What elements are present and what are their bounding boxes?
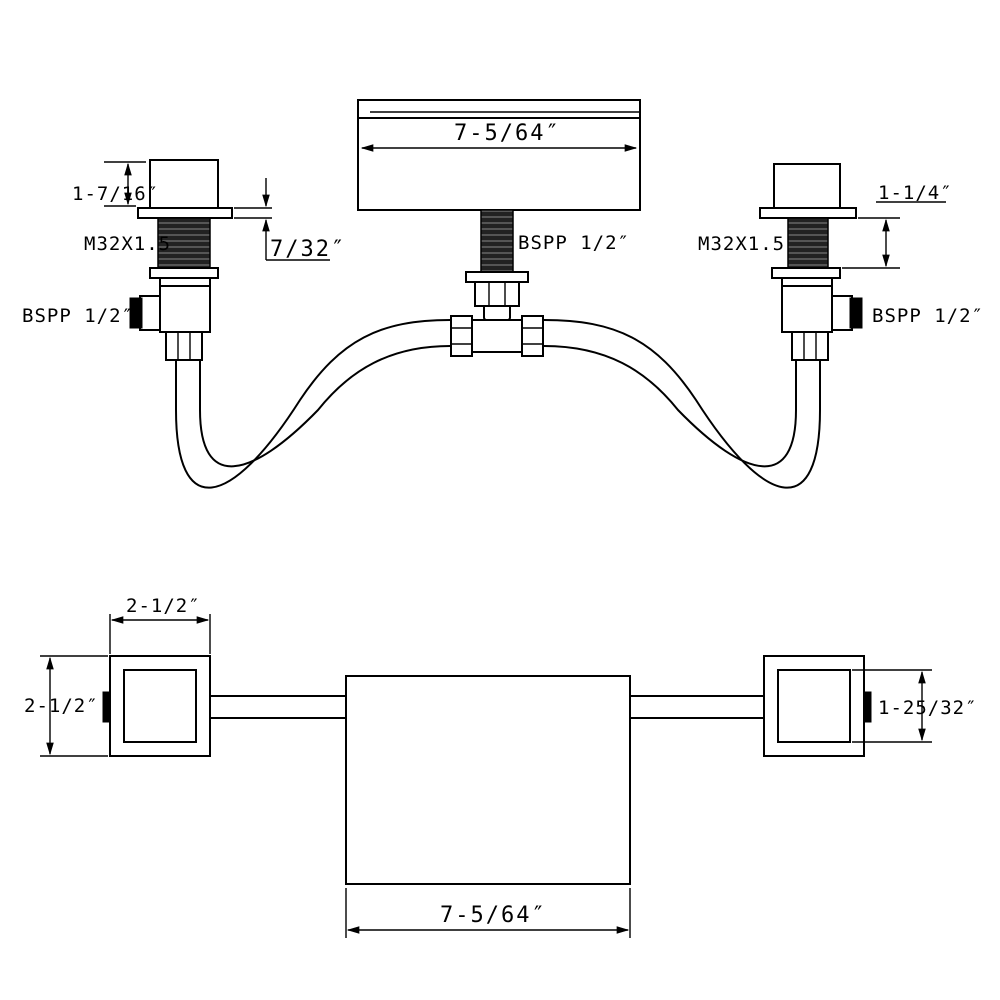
left-inlet-cap [129, 297, 143, 329]
left-inlet-label: BSPP 1/2″ [22, 305, 134, 327]
right-handle-height-label: 1-1/4″ [878, 182, 953, 204]
spout-nut-flange [465, 271, 529, 283]
plan-handle-width-label: 2-1/2″ [126, 595, 201, 617]
left-thread-label: M32X1.5 [84, 233, 171, 255]
right-inlet-label: BSPP 1/2″ [872, 305, 984, 327]
plan-left-handle [102, 655, 211, 757]
left-handle [129, 159, 233, 361]
right-thread-label: M32X1.5 [698, 233, 785, 255]
right-handle [759, 163, 863, 361]
hose-right [543, 319, 821, 489]
plan-spout [345, 675, 631, 885]
spout-shank-thread [480, 209, 514, 273]
tee-fitting [450, 305, 544, 357]
left-handle-height-label: 1-7/16″ [72, 183, 159, 205]
spout-nut [474, 281, 520, 307]
spout-connection-label: BSPP 1/2″ [518, 232, 630, 254]
plan-handle-inner-label: 1-25/32″ [878, 697, 978, 719]
plan-left-connector [209, 695, 347, 719]
plan-right-handle [763, 655, 872, 757]
right-inlet-cap [849, 297, 863, 329]
plan-handle-depth-label: 2-1/2″ [24, 695, 99, 717]
plan-spout-width-label: 7-5/64″ [440, 903, 547, 928]
plan-view: 2-1/2″ 2-1/2″ 1-25/32″ 7-5/64″ [24, 595, 978, 938]
plan-right-connector [629, 695, 767, 719]
spout-body [357, 99, 641, 211]
elevation-view: 7-5/64″ BSPP 1/2″ [22, 99, 984, 489]
flange-thickness-label: 7/32″ [270, 237, 346, 262]
spout-width-label: 7-5/64″ [454, 121, 561, 146]
hose-left [175, 319, 451, 489]
